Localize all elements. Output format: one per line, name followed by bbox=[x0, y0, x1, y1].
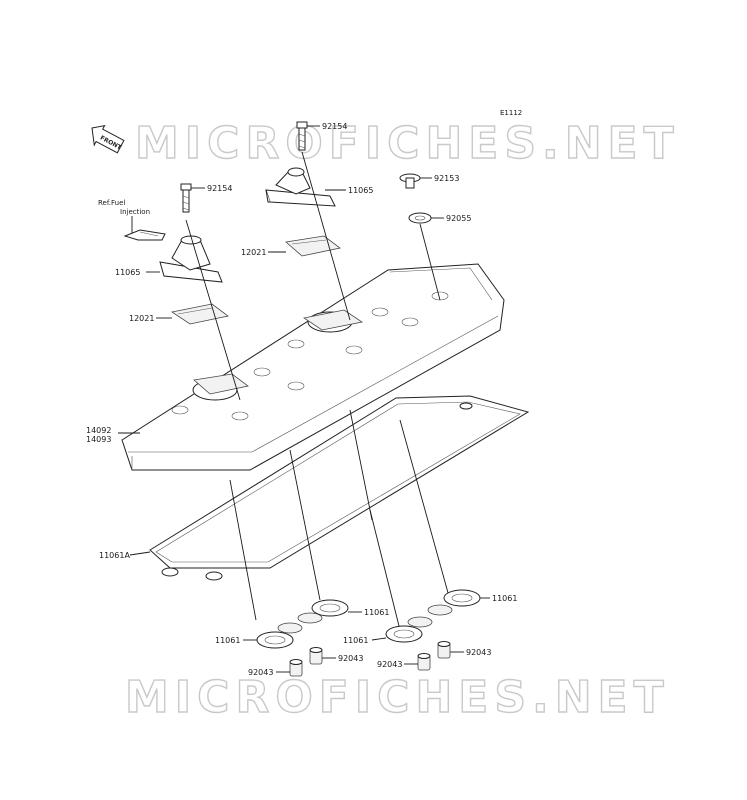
label-11061-rmid: 11061 bbox=[343, 636, 368, 645]
label-11061A: 11061A bbox=[99, 551, 130, 560]
label-92154-top: 92154 bbox=[322, 122, 347, 131]
label-11061-right: 11061 bbox=[492, 594, 517, 603]
cover-11065-right bbox=[265, 167, 336, 207]
bolt-92154-top bbox=[296, 121, 308, 151]
label-14092: 14092 bbox=[86, 426, 111, 435]
gasket-11061A bbox=[149, 395, 530, 581]
seal-11061-left bbox=[256, 622, 303, 649]
label-92043-d: 92043 bbox=[466, 648, 491, 657]
assembly-guide-lines bbox=[185, 151, 451, 631]
seal-11061-mid bbox=[297, 599, 349, 624]
watermark-bottom: MICROFICHES.NET bbox=[125, 672, 670, 723]
leader-11061A bbox=[129, 551, 151, 556]
fuel-injection-bracket bbox=[123, 229, 166, 241]
seal-11061-rmid bbox=[385, 616, 433, 643]
front-arrow-icon: FRONT bbox=[91, 124, 125, 154]
label-92043-a: 92043 bbox=[248, 668, 273, 677]
dowel-92043-d bbox=[437, 641, 451, 659]
washer-92055 bbox=[408, 212, 432, 224]
label-11061-left: 11061 bbox=[215, 636, 240, 645]
plate-12021-left bbox=[170, 303, 229, 325]
label-14093: 14093 bbox=[86, 435, 111, 444]
label-92153: 92153 bbox=[434, 174, 459, 183]
bolt-92154-left bbox=[180, 183, 192, 213]
ref-note-line2: Injection bbox=[120, 208, 150, 216]
cylinder-head-cover bbox=[121, 263, 505, 471]
label-12021-left: 12021 bbox=[129, 314, 154, 323]
label-11065-left: 11065 bbox=[115, 268, 140, 277]
label-92154-left: 92154 bbox=[207, 184, 232, 193]
dowel-92043-b bbox=[309, 647, 323, 665]
seal-11061-right bbox=[427, 589, 481, 616]
label-11061-mid: 11061 bbox=[364, 608, 389, 617]
label-92043-c: 92043 bbox=[377, 660, 402, 669]
label-92055: 92055 bbox=[446, 214, 471, 223]
ref-note-line1: Ref.Fuel bbox=[98, 199, 125, 207]
diagram-code: E1112 bbox=[500, 109, 522, 117]
plate-12021-right bbox=[285, 235, 341, 257]
dowel-92043-a bbox=[289, 659, 303, 677]
label-11065-right: 11065 bbox=[348, 186, 373, 195]
label-12021-right: 12021 bbox=[241, 248, 266, 257]
label-92043-b: 92043 bbox=[338, 654, 363, 663]
dowel-92043-c bbox=[417, 653, 431, 671]
bolt-92153 bbox=[399, 173, 421, 189]
leader-11061-rmid bbox=[371, 637, 387, 641]
watermark-top: MICROFICHES.NET bbox=[135, 118, 680, 169]
cover-11065-left bbox=[159, 235, 223, 283]
